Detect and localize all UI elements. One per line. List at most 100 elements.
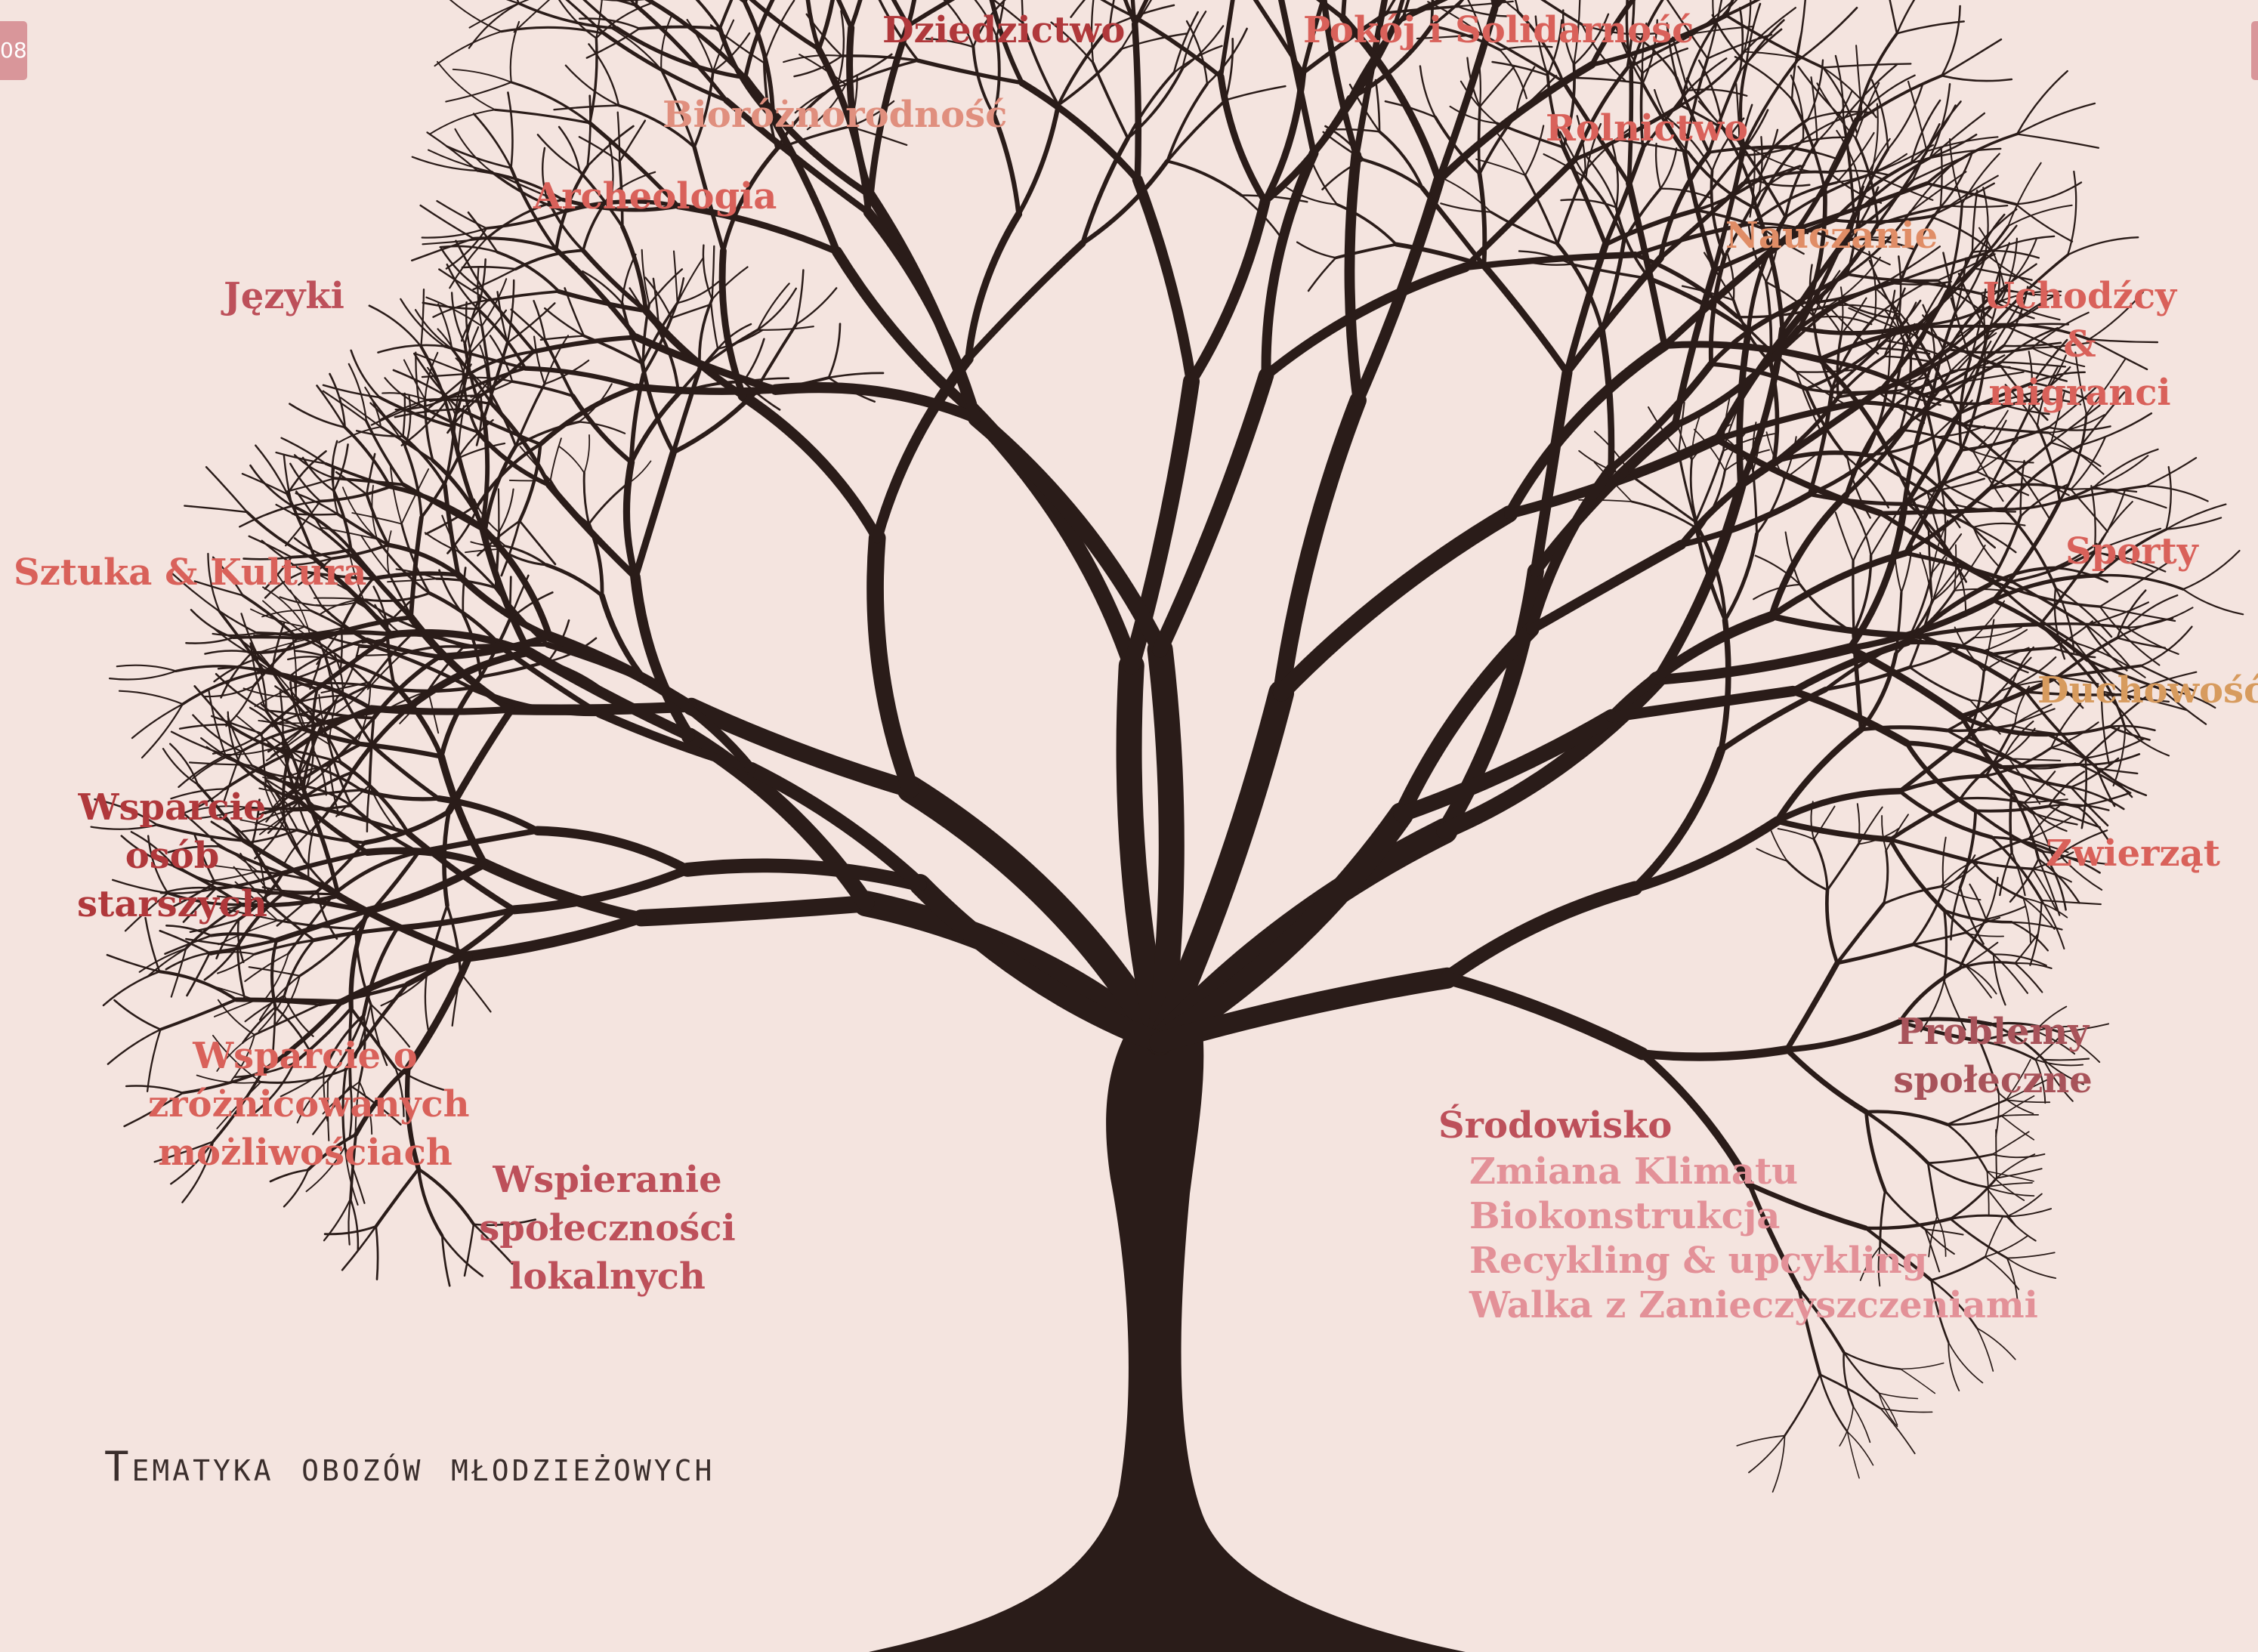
tree-branch [1724, 429, 1749, 471]
tree-branch [2023, 801, 2068, 832]
tree-branch [416, 1167, 444, 1237]
tree-branch [1666, 22, 1678, 79]
tree-branch [196, 1074, 262, 1084]
tree-branch [1707, 33, 1773, 60]
tree-branch [362, 926, 400, 1017]
tree-branch [214, 628, 261, 659]
tree-branch [1712, 218, 1836, 273]
tree-branch [215, 672, 267, 712]
tree-branch [1310, 159, 1339, 205]
tree-branch [1984, 296, 2025, 363]
tree-branch [1185, 196, 1271, 387]
tree-branch [1738, 7, 1744, 73]
tree-branch [578, 421, 626, 434]
tree-branch [1988, 514, 2022, 587]
tree-branch [558, 125, 581, 172]
tree-branch [450, 347, 493, 406]
tree-branch [309, 609, 376, 648]
tree-branch [280, 891, 371, 913]
tree-branch [1477, 105, 1481, 176]
tree-branch [107, 1028, 162, 1065]
tree-branch [1835, 901, 1886, 965]
tree-branch [435, 577, 497, 589]
tree-branch [1899, 428, 1975, 452]
tree-branch [1784, 960, 1840, 1053]
tree-branch [341, 694, 375, 748]
tree-branch [1909, 166, 1951, 213]
tree-branch [2047, 803, 2110, 811]
tree-branch [218, 610, 266, 673]
tree-branch [318, 693, 330, 746]
tree-branch [1834, 54, 1845, 121]
tree-branch [795, 287, 838, 326]
tree-branch [421, 372, 471, 378]
tree-branch [1924, 1228, 1941, 1273]
tree-branch [1393, 709, 1620, 823]
tree-branch [315, 598, 366, 607]
tree-branch [1843, 1351, 1855, 1408]
tree-branch [1903, 308, 1937, 346]
tree-branch [1807, 387, 1834, 497]
tree-branch [1960, 360, 1987, 452]
tree-branch [1864, 1110, 1949, 1126]
tree-branch [1671, 36, 1689, 91]
tree-branch [1719, 434, 1754, 471]
tree-branch [170, 788, 226, 800]
tree-branch [2040, 899, 2102, 906]
tree-branch [1493, 128, 1526, 176]
tree-branch [332, 465, 339, 515]
tree-branch [262, 600, 312, 639]
tree-branch [2000, 290, 2062, 302]
tree-branch [416, 1167, 476, 1226]
tree-branch [1943, 909, 1948, 982]
tree-branch [1573, 0, 1581, 66]
tree-branch [249, 464, 293, 507]
tree-branch [836, 0, 854, 30]
tree-branch [543, 307, 585, 337]
tree-branch [1948, 204, 2009, 208]
tree-branch [1707, 70, 1742, 154]
tree-branch [364, 860, 489, 915]
tree-branch [169, 743, 199, 786]
theme-bioroznorodnosc: Bioróżnorodność [663, 94, 1008, 136]
tree-branch [274, 1006, 310, 1050]
tree-branch [2096, 767, 2139, 775]
tree-branch [1982, 294, 1986, 363]
tree-branch [159, 888, 217, 894]
tree-branch [536, 134, 581, 172]
tree-branch [1901, 411, 1962, 511]
tree-branch [1697, 528, 1727, 622]
tree-branch [2121, 671, 2198, 696]
tree-branch [295, 695, 342, 764]
srodowisko-item: Recykling & upcykling [1469, 1240, 1928, 1282]
tree-branch [1795, 6, 1858, 63]
tree-branch [2049, 702, 2082, 749]
tree-branch [1940, 861, 1980, 888]
tree-branch [242, 1006, 276, 1044]
tree-branch [178, 754, 227, 789]
tree-branch [1873, 286, 1917, 337]
tree-branch [409, 515, 424, 620]
tree-branch [1930, 1279, 1978, 1329]
tree-branch [1123, 0, 1135, 18]
tree-branch [2145, 485, 2209, 502]
tree-branch [1949, 1214, 2008, 1220]
tree-branch [2096, 573, 2185, 591]
tree-branch [711, 245, 715, 301]
tree-branch [1147, 680, 1295, 1055]
tree-branch [261, 886, 319, 893]
tree-branch [468, 350, 536, 375]
tree-branch [1546, 19, 1563, 76]
tree-branch [116, 664, 178, 672]
tree-branch [2020, 473, 2052, 521]
tree-branch [1959, 675, 2059, 719]
tree-branch [806, 83, 847, 131]
tree-branch [1679, 50, 1746, 107]
tree-branch [1858, 827, 1900, 845]
tree-branch [1738, 28, 1783, 73]
tree-branch [324, 654, 344, 696]
tree-branch [436, 199, 488, 230]
tree-branch [1576, 115, 1586, 171]
tree-branch [411, 237, 475, 262]
tree-branch [1802, 110, 1866, 141]
